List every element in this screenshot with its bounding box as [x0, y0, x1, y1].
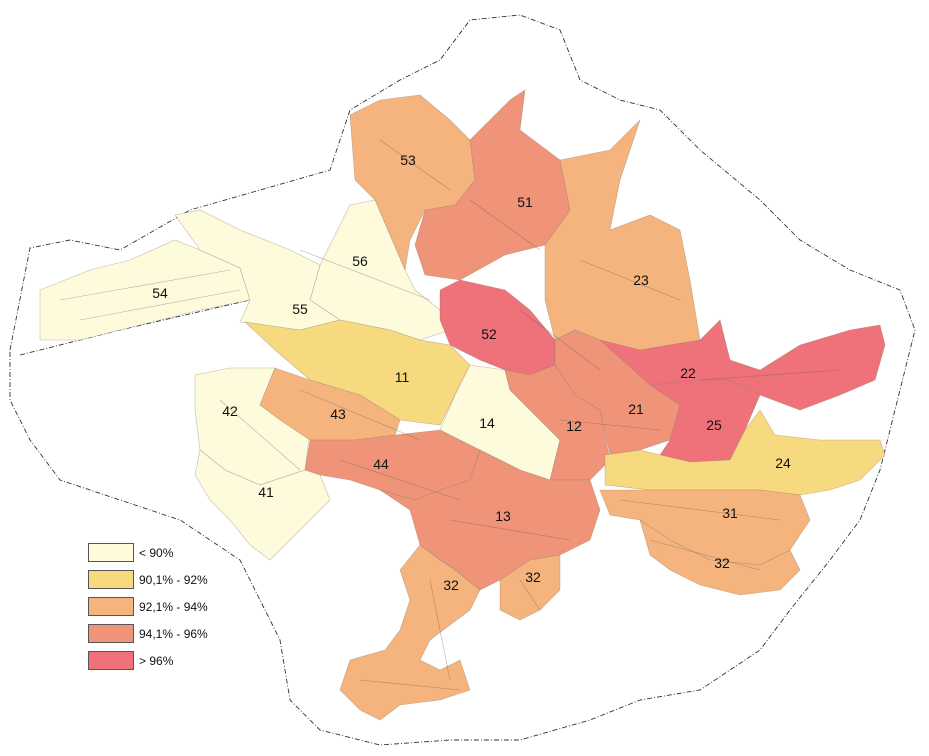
legend-swatch	[88, 651, 134, 670]
zone-label-51: 51	[517, 194, 533, 210]
zone-label-32-west: 32	[443, 577, 459, 593]
zone-label-32-east: 32	[714, 555, 730, 571]
zone-label-44: 44	[373, 456, 389, 472]
zone-label-12: 12	[566, 418, 582, 434]
zone-label-22: 22	[680, 365, 696, 381]
legend-swatch	[88, 624, 134, 643]
street-network	[59, 139, 841, 691]
zone-32-east	[639, 519, 801, 596]
legend-swatch	[88, 570, 134, 589]
legend-item-lt90: < 90%	[88, 539, 208, 566]
zone-21	[554, 329, 681, 456]
zone-32-south	[499, 554, 561, 621]
legend-swatch	[88, 597, 134, 616]
zone-label-21: 21	[628, 401, 644, 417]
zone-label-31: 31	[722, 505, 738, 521]
legend-item-90-92: 90,1% - 92%	[88, 566, 208, 593]
zone-label-56: 56	[352, 253, 368, 269]
zone-23	[544, 119, 701, 351]
zone-label-23: 23	[633, 272, 649, 288]
zone-51	[414, 89, 571, 281]
legend-label: < 90%	[139, 545, 174, 560]
zone-label-52: 52	[481, 326, 497, 342]
legend-swatch	[88, 543, 134, 562]
zone-label-43: 43	[330, 406, 346, 422]
zone-label-41: 41	[258, 484, 274, 500]
legend-label: 90,1% - 92%	[139, 572, 208, 587]
zone-label-42: 42	[222, 403, 238, 419]
zone-label-54: 54	[152, 285, 168, 301]
zone-label-32-south: 32	[525, 569, 541, 585]
zone-label-25: 25	[706, 417, 722, 433]
zone-label-11: 11	[395, 369, 410, 385]
zone-labels: 53 51 56 54 55 23 52 11 22 42 43 14 12 2…	[152, 152, 791, 593]
zone-41	[194, 449, 331, 561]
legend-item-gt96: > 96%	[88, 647, 208, 674]
zone-label-13: 13	[495, 508, 511, 524]
legend-item-92-94: 92,1% - 94%	[88, 593, 208, 620]
city-boundary	[9, 14, 916, 746]
zones-layer	[39, 89, 886, 721]
legend-item-94-96: 94,1% - 96%	[88, 620, 208, 647]
legend-label: 92,1% - 94%	[139, 599, 208, 614]
zone-label-55: 55	[292, 301, 308, 317]
map-legend: < 90% 90,1% - 92% 92,1% - 94% 94,1% - 96…	[88, 539, 208, 674]
zone-label-14: 14	[479, 415, 495, 431]
legend-label: 94,1% - 96%	[139, 626, 208, 641]
zone-label-53: 53	[400, 152, 416, 168]
zone-32-west	[339, 544, 481, 721]
legend-label: > 96%	[139, 653, 174, 668]
zone-label-24: 24	[775, 455, 791, 471]
